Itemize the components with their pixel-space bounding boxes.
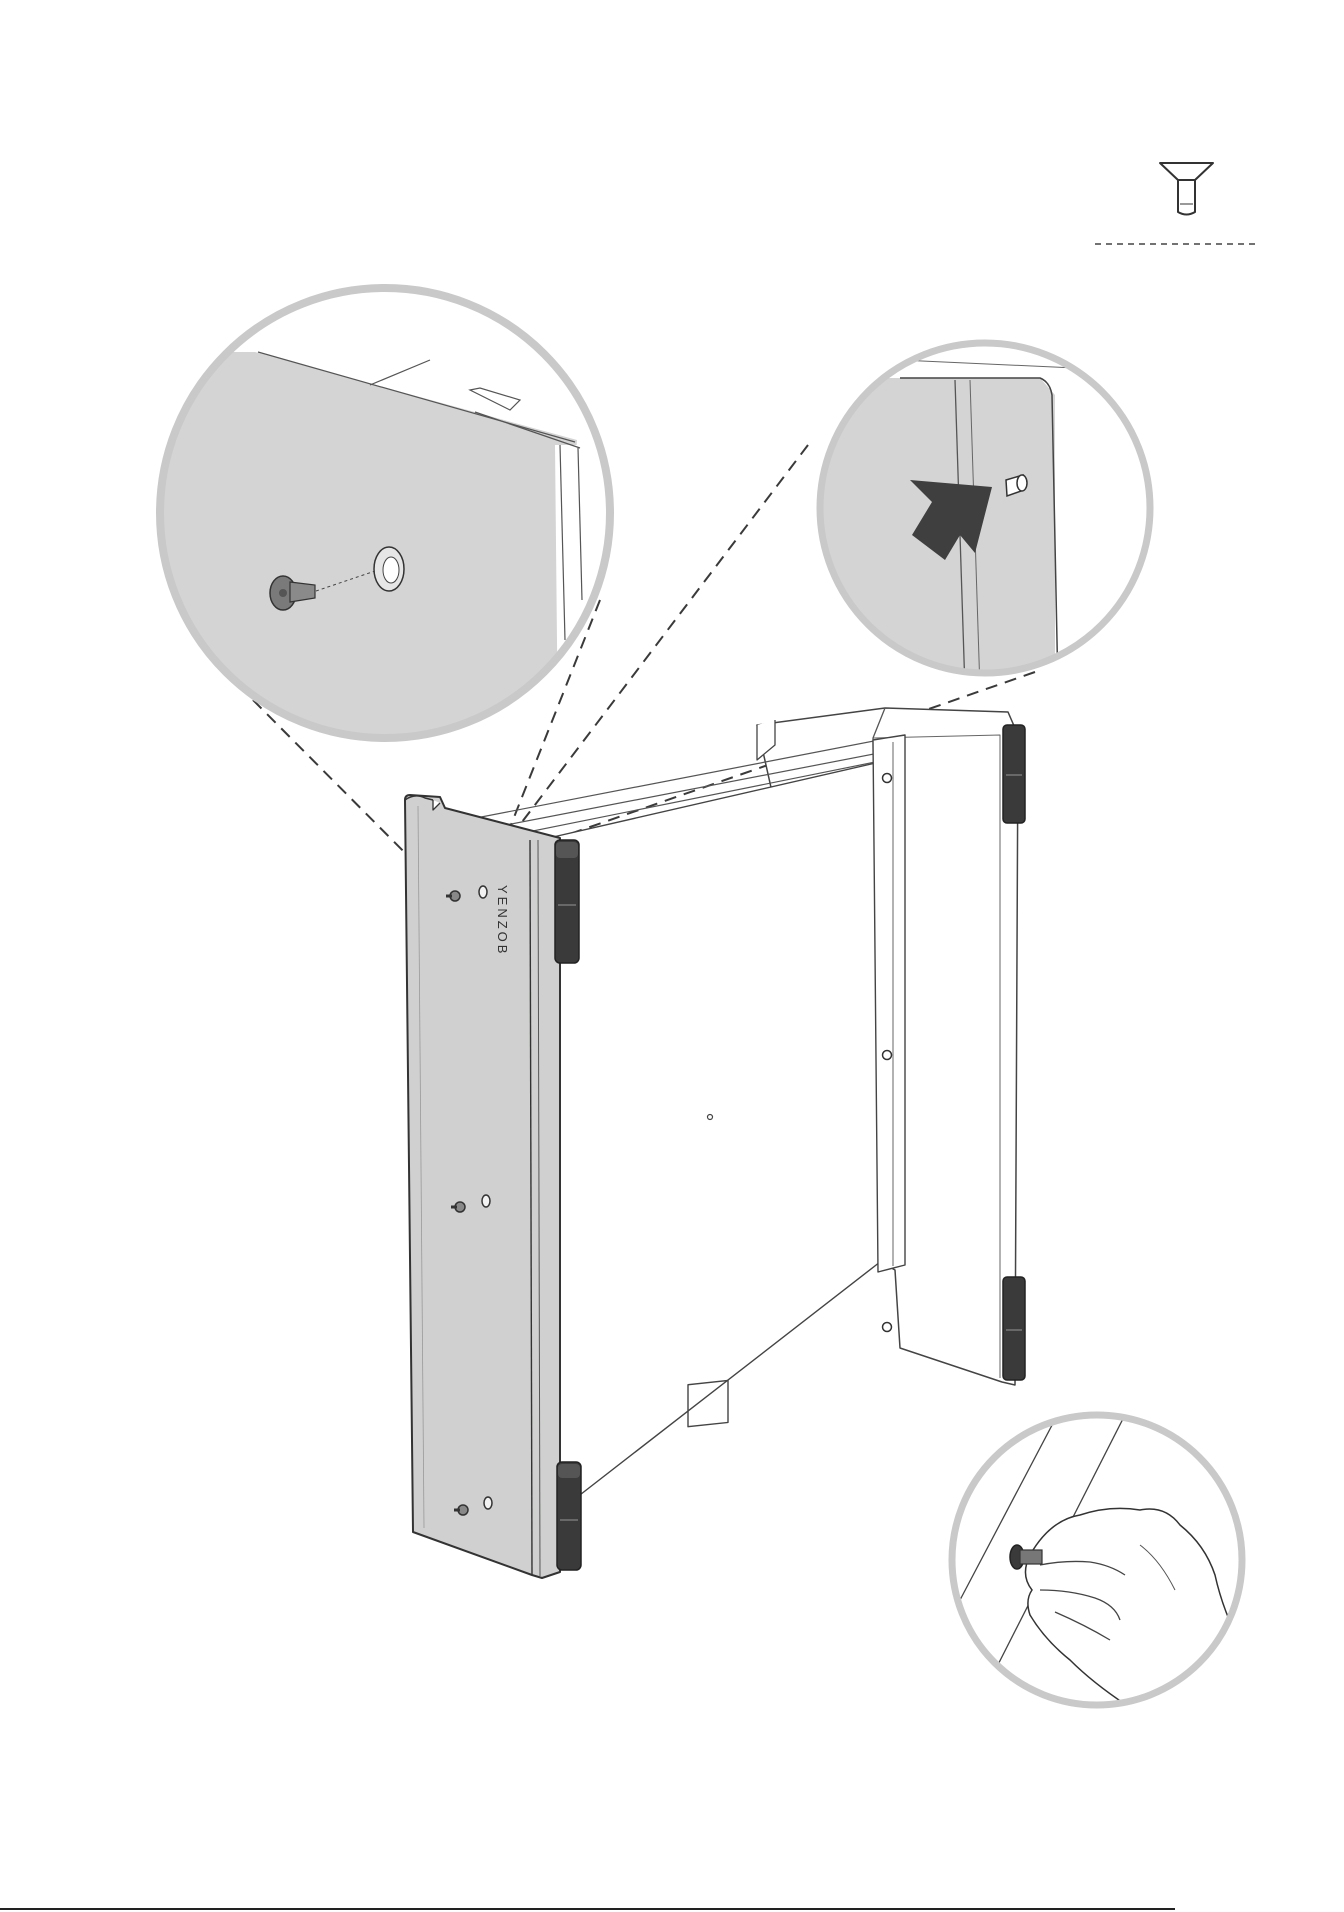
screw-hole xyxy=(479,886,487,898)
screw-hole xyxy=(482,1195,490,1207)
detail-circle-screw-insert xyxy=(150,280,620,740)
central-frame xyxy=(540,762,880,1500)
front-side-panel: YENZOB xyxy=(405,795,560,1578)
countersunk-screw-icon xyxy=(1160,163,1213,215)
detail-circle-hand-tighten xyxy=(952,1405,1250,1720)
page-bottom-rule xyxy=(0,1906,1344,1912)
right-post xyxy=(873,735,905,1332)
screw-hole xyxy=(484,1497,492,1509)
brand-mark: YENZOB xyxy=(495,885,510,956)
parts-legend xyxy=(1095,163,1255,244)
foam-pad xyxy=(1003,725,1025,823)
detail-circle-pin-arrow xyxy=(820,343,1150,690)
foam-pad xyxy=(1003,1277,1025,1380)
screw-hole xyxy=(374,547,404,591)
foam-pad xyxy=(555,840,579,963)
main-assembly: YENZOB xyxy=(405,708,1025,1578)
foam-pad xyxy=(557,1462,581,1570)
